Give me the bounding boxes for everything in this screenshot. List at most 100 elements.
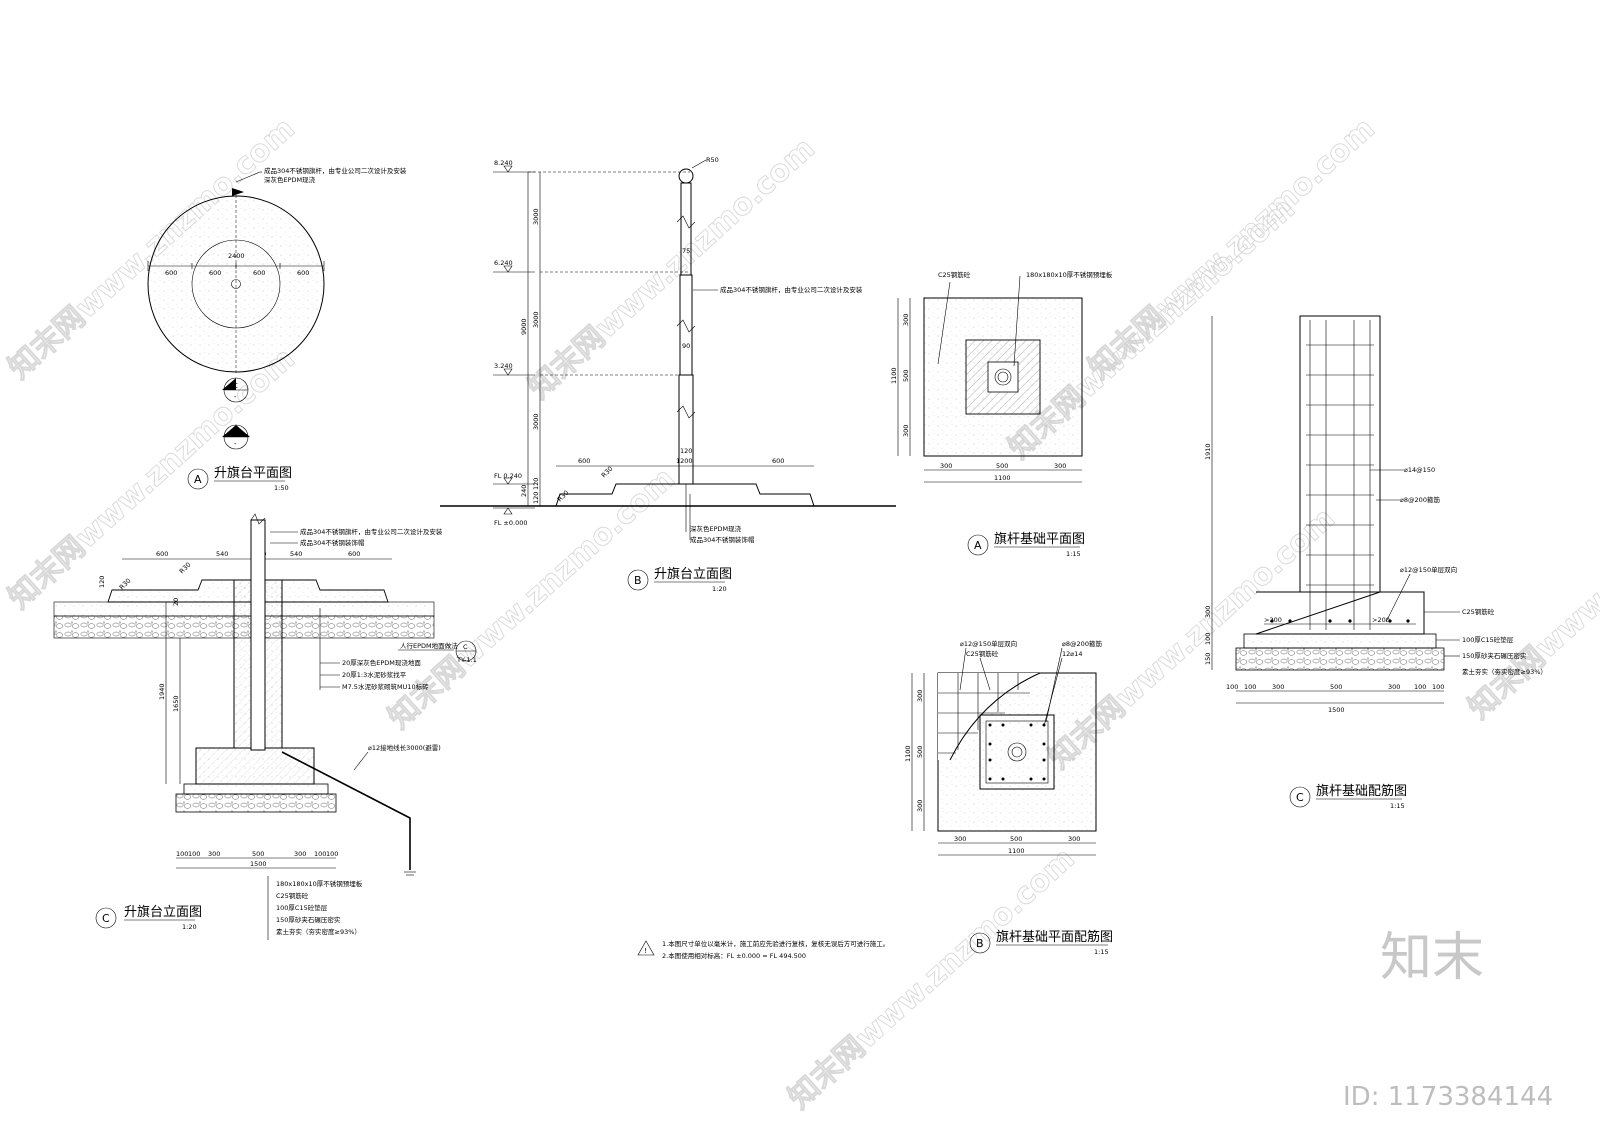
svg-text:FL 0.240: FL 0.240 bbox=[494, 472, 522, 480]
svg-text:300: 300 bbox=[902, 314, 910, 326]
view-b-elev-label: B bbox=[634, 574, 642, 587]
svg-text:20厚1:3水泥砂浆找平: 20厚1:3水泥砂浆找平 bbox=[342, 670, 407, 679]
svg-text:300: 300 bbox=[916, 690, 924, 702]
svg-text:600: 600 bbox=[297, 269, 309, 277]
svg-text:TY-1.1: TY-1.1 bbox=[456, 656, 477, 664]
svg-text:180x180x10厚不锈钢预埋板: 180x180x10厚不锈钢预埋板 bbox=[276, 879, 363, 888]
svg-text:R30: R30 bbox=[118, 577, 133, 592]
view-c-section: 成品304不锈钢旗杆，由专业公司二次设计及安装 成品304不锈钢装饰帽 600 … bbox=[53, 513, 477, 940]
foundation-rebar-c: >200 >200 ⌀14@150 ⌀8@200箍筋 ⌀12@150单层双向 C… bbox=[1204, 315, 1547, 810]
svg-text:500: 500 bbox=[1330, 683, 1342, 691]
svg-text:100: 100 bbox=[1226, 683, 1238, 691]
svg-text:-: - bbox=[234, 440, 237, 448]
svg-text:300: 300 bbox=[1204, 606, 1212, 618]
foundation-plan-a: C25钢筋砼 180x180x10厚不锈钢预埋板 300 500 300 110… bbox=[890, 270, 1113, 558]
note-line-1: 1.本图尺寸单位以毫米计，施工前应先验进行复核，复核无误后方可进行施工。 bbox=[662, 939, 889, 948]
svg-text:600: 600 bbox=[253, 269, 265, 277]
svg-text:R50: R50 bbox=[706, 156, 719, 164]
svg-text:C25钢筋砼: C25钢筋砼 bbox=[276, 891, 309, 900]
svg-text:150厚砂夹石碾压密实: 150厚砂夹石碾压密实 bbox=[276, 915, 341, 924]
svg-text:1100: 1100 bbox=[904, 745, 912, 762]
svg-text:-: - bbox=[234, 393, 237, 401]
svg-text:成品304不锈钢旗杆，由专业公司二次设计及安装: 成品304不锈钢旗杆，由专业公司二次设计及安装 bbox=[300, 527, 443, 536]
svg-text:C: C bbox=[463, 643, 468, 651]
svg-text:75: 75 bbox=[682, 247, 690, 255]
svg-text:540: 540 bbox=[216, 550, 228, 558]
svg-text:>200: >200 bbox=[1264, 616, 1282, 624]
svg-text:180x180x10厚不锈钢预埋板: 180x180x10厚不锈钢预埋板 bbox=[1026, 270, 1113, 279]
svg-text:⌀12接地线长3000(避雷): ⌀12接地线长3000(避雷) bbox=[368, 743, 441, 752]
svg-text:成品304不锈钢装饰帽: 成品304不锈钢装饰帽 bbox=[690, 535, 755, 544]
note-line-2: 2.本图使用相对标高：FL ±0.000 = FL 494.500 bbox=[662, 951, 806, 960]
svg-text:500: 500 bbox=[252, 850, 264, 858]
found-c-label: C bbox=[1296, 791, 1304, 804]
svg-text:120: 120 bbox=[680, 447, 692, 455]
svg-text:1100: 1100 bbox=[890, 367, 898, 384]
svg-text:1:20: 1:20 bbox=[712, 585, 727, 593]
svg-text:100: 100 bbox=[326, 850, 338, 858]
svg-text:300: 300 bbox=[294, 850, 306, 858]
svg-text:100厚C15砼垫层: 100厚C15砼垫层 bbox=[276, 903, 328, 912]
svg-text:>200: >200 bbox=[1372, 616, 1390, 624]
svg-text:3000: 3000 bbox=[532, 208, 540, 225]
svg-text:9000: 9000 bbox=[520, 318, 528, 335]
svg-text:1100: 1100 bbox=[994, 474, 1011, 482]
svg-text:知末网www.znzmo.com: 知末网www.znzmo.com bbox=[782, 841, 1082, 1116]
svg-text:深灰色EPDM现浇: 深灰色EPDM现浇 bbox=[264, 175, 316, 184]
svg-text:FL ±0.000: FL ±0.000 bbox=[494, 519, 527, 527]
svg-text:1:15: 1:15 bbox=[1066, 550, 1081, 558]
svg-text:6.240: 6.240 bbox=[494, 259, 513, 267]
svg-text:C25钢筋砼: C25钢筋砼 bbox=[966, 649, 999, 658]
svg-text:120: 120 bbox=[532, 478, 540, 490]
svg-text:知末网www.znzmo.com: 知末网www.znzmo.com bbox=[1462, 451, 1600, 726]
brand-id: ID: 1173384144 bbox=[1343, 1082, 1553, 1112]
general-notes: ! 1.本图尺寸单位以毫米计，施工前应先验进行复核，复核无误后方可进行施工。 2… bbox=[637, 939, 889, 960]
svg-text:100: 100 bbox=[188, 850, 200, 858]
found-b-title: 旗杆基础平面配筋图 bbox=[996, 929, 1113, 945]
svg-text:⌀14@150: ⌀14@150 bbox=[1404, 466, 1435, 474]
svg-text:1940: 1940 bbox=[158, 683, 166, 700]
brand-logo: 知末 bbox=[1380, 928, 1484, 988]
svg-text:120: 120 bbox=[98, 576, 106, 588]
svg-text:R30: R30 bbox=[600, 465, 615, 480]
svg-text:⌀12@150单层双向: ⌀12@150单层双向 bbox=[960, 639, 1017, 648]
svg-text:600: 600 bbox=[209, 269, 221, 277]
svg-text:300: 300 bbox=[208, 850, 220, 858]
svg-text:1910: 1910 bbox=[1204, 443, 1212, 460]
found-a-label: A bbox=[974, 539, 982, 552]
svg-text:100: 100 bbox=[1204, 633, 1212, 645]
svg-text:100: 100 bbox=[1432, 683, 1444, 691]
svg-text:M7.5水泥砂浆砌筑MU10标砖: M7.5水泥砂浆砌筑MU10标砖 bbox=[342, 682, 429, 691]
found-a-title: 旗杆基础平面图 bbox=[994, 531, 1085, 547]
svg-text:300: 300 bbox=[1054, 462, 1066, 470]
svg-text:120: 120 bbox=[532, 492, 540, 504]
svg-text:1100: 1100 bbox=[1008, 847, 1025, 855]
svg-text:深灰色EPDM现浇: 深灰色EPDM现浇 bbox=[690, 524, 742, 533]
svg-text:300: 300 bbox=[916, 800, 924, 812]
svg-text:1500: 1500 bbox=[250, 860, 267, 868]
svg-text:300: 300 bbox=[1272, 683, 1284, 691]
svg-text:素土夯实（夯实密度≥93%）: 素土夯实（夯实密度≥93%） bbox=[1462, 667, 1547, 676]
found-b-label: B bbox=[976, 937, 984, 950]
svg-text:600: 600 bbox=[578, 457, 590, 465]
svg-text:C: C bbox=[233, 382, 238, 390]
svg-text:600: 600 bbox=[156, 550, 168, 558]
svg-text:100: 100 bbox=[1244, 683, 1256, 691]
found-c-title: 旗杆基础配筋图 bbox=[1316, 783, 1407, 799]
svg-text:2400: 2400 bbox=[228, 252, 245, 260]
svg-text:成品304不锈钢旗杆，由专业公司二次设计及安装: 成品304不锈钢旗杆，由专业公司二次设计及安装 bbox=[720, 285, 863, 294]
view-c-elev-title: 升旗台立面图 bbox=[124, 904, 202, 920]
svg-text:素土夯实（夯实密度≥93%）: 素土夯实（夯实密度≥93%） bbox=[276, 927, 361, 936]
svg-text:20厚深灰色EPDM现浇地面: 20厚深灰色EPDM现浇地面 bbox=[342, 658, 421, 667]
svg-text:成品304不锈钢装饰帽: 成品304不锈钢装饰帽 bbox=[300, 538, 365, 547]
svg-text:150厚砂夹石碾压密实: 150厚砂夹石碾压密实 bbox=[1462, 651, 1527, 660]
svg-text:⌀8@200箍筋: ⌀8@200箍筋 bbox=[1062, 639, 1102, 648]
svg-text:知末网www.znzmo.com: 知末网www.znzmo.com bbox=[522, 131, 822, 406]
svg-text:⌀12@150单层双向: ⌀12@150单层双向 bbox=[1400, 565, 1457, 574]
svg-text:600: 600 bbox=[165, 269, 177, 277]
view-b-elev-title: 升旗台立面图 bbox=[654, 566, 732, 582]
svg-text:!: ! bbox=[644, 947, 647, 955]
svg-text:人行EPDM地面做法: 人行EPDM地面做法 bbox=[400, 641, 458, 650]
